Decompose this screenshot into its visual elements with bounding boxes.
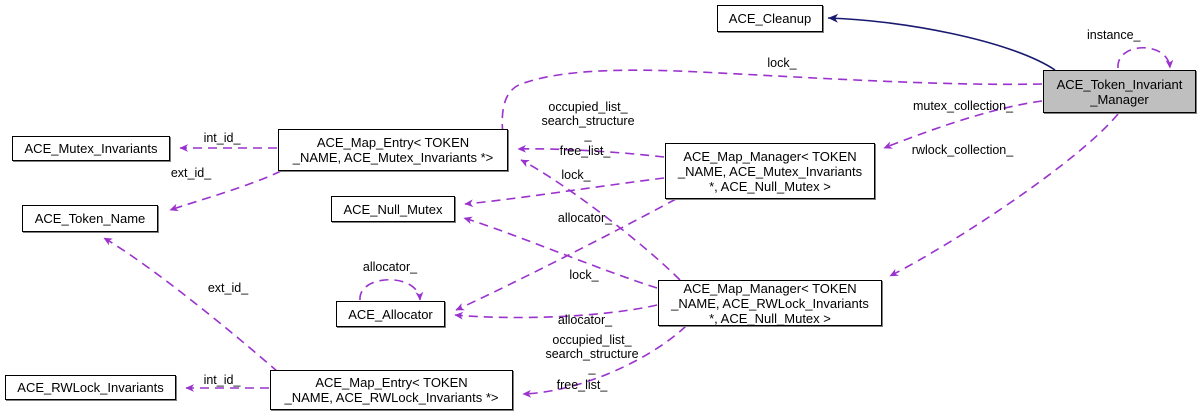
class-node-tim[interactable]: ACE_Token_Invariant _Manager xyxy=(1043,70,1196,113)
class-node-map_mgr_mx[interactable]: ACE_Map_Manager< TOKEN _NAME, ACE_Mutex_… xyxy=(665,143,875,199)
class-node-label: ACE_Mutex_Invariants xyxy=(24,141,158,156)
edge-label-free_list_top: free_list_ xyxy=(559,144,611,158)
edge-mm-nullmutex xyxy=(464,177,665,208)
class-node-token_name[interactable]: ACE_Token_Name xyxy=(22,205,158,232)
edge-label-rwlock_collection: rwlock_collection_ xyxy=(911,143,1014,157)
edge-label-occupied_bottom: occupied_list_ search_structure _ xyxy=(545,333,639,375)
edge-alloc-self xyxy=(359,279,424,301)
edge-tim-mutexcollection xyxy=(883,100,1043,149)
edge-me-tokenname xyxy=(169,170,282,212)
class-node-rwlock_inv[interactable]: ACE_RWLock_Invariants xyxy=(5,375,176,400)
class-node-label: ACE_Map_Manager< TOKEN _NAME, ACE_RWLock… xyxy=(671,280,869,326)
edge-label-lock_top: lock_ xyxy=(767,56,797,70)
class-node-label: ACE_Map_Entry< TOKEN _NAME, ACE_Mutex_In… xyxy=(292,135,494,165)
class-node-label: ACE_Allocator xyxy=(348,306,433,322)
class-node-label: ACE_Map_Manager< TOKEN _NAME, ACE_Mutex_… xyxy=(677,148,863,194)
edge-label-ext_id_top: ext_id_ xyxy=(170,166,212,180)
class-node-label: ACE_Null_Mutex xyxy=(343,201,443,217)
class-node-mutex_inv[interactable]: ACE_Mutex_Invariants xyxy=(12,136,170,161)
class-node-map_mgr_rw[interactable]: ACE_Map_Manager< TOKEN _NAME, ACE_RWLock… xyxy=(658,280,882,326)
edge-label-ext_id_bottom: ext_id_ xyxy=(207,281,249,295)
class-node-null_mutex[interactable]: ACE_Null_Mutex xyxy=(331,196,455,222)
class-node-label: ACE_RWLock_Invariants xyxy=(17,380,164,395)
class-node-cleanup[interactable]: ACE_Cleanup xyxy=(717,5,823,32)
edge-mm-mapentry xyxy=(517,144,665,158)
edge-tim-lock xyxy=(499,69,1043,151)
edge-label-free_list_bottom: free_list_ xyxy=(556,378,608,392)
edge-mmrw-nullmutex xyxy=(463,216,658,289)
edge-label-instance: instance_ xyxy=(1087,28,1141,42)
edge-label-allocator_bottom: allocator_ xyxy=(557,313,613,327)
class-node-allocator[interactable]: ACE_Allocator xyxy=(336,301,445,327)
edge-mm-allocator xyxy=(455,198,677,311)
class-node-map_entry_rw[interactable]: ACE_Map_Entry< TOKEN _NAME, ACE_RWLock_I… xyxy=(270,370,513,410)
edge-tim-rwlockcollection xyxy=(889,113,1119,277)
edge-merw-tokenname xyxy=(103,237,279,373)
edge-tim-instance-self xyxy=(1117,47,1174,69)
edge-label-lock_bottom: lock_ xyxy=(569,268,599,282)
edge-label-mutex_collection: mutex_collection_ xyxy=(912,99,1014,113)
edge-mmrw-mapentry-occ xyxy=(520,159,681,281)
edge-label-occupied_top: occupied_list_ search_structure _ xyxy=(541,100,635,142)
edge-label-allocator_self: allocator_ xyxy=(362,260,418,274)
class-node-map_entry_mx[interactable]: ACE_Map_Entry< TOKEN _NAME, ACE_Mutex_In… xyxy=(278,129,508,171)
edge-label-int_id_top: int_id_ xyxy=(203,131,241,145)
edge-label-int_id_bottom: int_id_ xyxy=(203,373,241,387)
class-node-label: ACE_Cleanup xyxy=(728,11,812,26)
class-node-label: ACE_Token_Name xyxy=(34,211,146,226)
edge-mmrw-mapentryrw xyxy=(522,325,687,398)
edge-label-allocator_mid: allocator_ xyxy=(557,211,613,225)
edge-mmrw-allocator xyxy=(454,304,658,320)
class-node-label: ACE_Token_Invariant _Manager xyxy=(1056,76,1183,107)
edge-tim-cleanup xyxy=(827,13,1056,71)
edge-label-lock_mid: lock_ xyxy=(561,168,591,182)
class-node-label: ACE_Map_Entry< TOKEN _NAME, ACE_RWLock_I… xyxy=(284,375,499,405)
